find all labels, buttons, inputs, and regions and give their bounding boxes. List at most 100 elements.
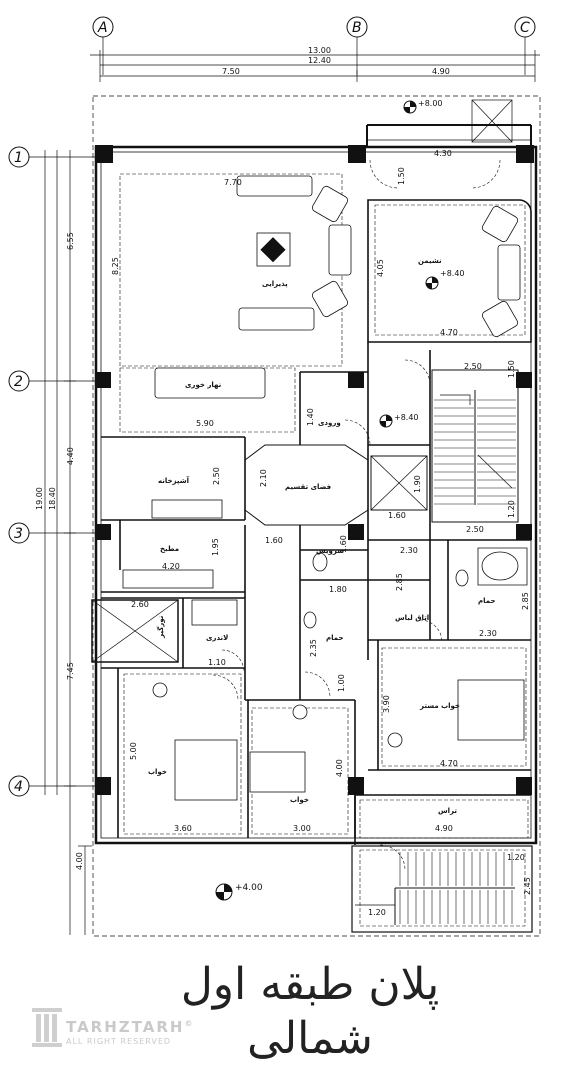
dim-bed2-h: 4.00 — [335, 759, 344, 777]
dim-bath2-w: 1.80 — [329, 585, 347, 594]
room-kitchen: آشپزخانه — [158, 476, 190, 485]
dim-master-w: 4.70 — [440, 759, 458, 768]
dim-left-bottom: 4.00 — [75, 852, 84, 870]
plan-title-line1: پلان طبقه اول — [180, 959, 440, 1010]
dim-bath1-bottom: 2.30 — [479, 629, 497, 638]
logo-name: TARHZTARH© — [66, 1018, 195, 1036]
logo-columns-icon — [32, 1008, 62, 1047]
logo-mark: © — [184, 1019, 195, 1028]
axis-label-a: A — [97, 20, 108, 36]
axis-label-b: B — [352, 20, 362, 36]
dim-balcony-h: 1.50 — [397, 167, 406, 185]
dim-bed2-w: 3.00 — [293, 824, 311, 833]
watermark-logo: TARHZTARH© ALL RIGHT RESERVED — [30, 1000, 192, 1055]
lot-boundary — [92, 95, 541, 937]
axis-label-3: 3 — [14, 526, 23, 542]
dim-top-ab: 7.50 — [222, 67, 240, 76]
dim-kitchen-h: 2.50 — [212, 467, 221, 485]
dim-living-h: 4.05 — [376, 259, 385, 277]
dim-bed1-w: 3.60 — [174, 824, 192, 833]
dim-stair-right: 1.20 — [507, 500, 516, 518]
interior-walls — [101, 199, 532, 845]
left-dimensions — [44, 150, 92, 935]
room-light-well: نورگیر — [156, 615, 165, 639]
top-dimensions — [90, 50, 540, 82]
main-stair — [431, 369, 519, 523]
dim-shaft-w: 1.60 — [388, 511, 406, 520]
room-dressing: اتاق لباس — [395, 614, 429, 622]
room-living: نشیمن — [418, 257, 442, 265]
furniture — [122, 175, 528, 801]
axis-label-2: 2 — [14, 374, 23, 390]
dim-hall-w: 5.90 — [196, 419, 214, 428]
room-laundry: لاندری — [206, 634, 228, 642]
room-reception: پذیرایی — [262, 280, 288, 288]
dim-laundry-w: 1.10 — [208, 658, 226, 667]
dim-left-23: 4.40 — [66, 447, 75, 465]
room-terrace: تراس — [438, 807, 457, 815]
dim-pantry-w: 4.20 — [162, 562, 180, 571]
dim-reception-w: 7.70 — [224, 178, 242, 187]
level-entry-label: +8.40 — [394, 413, 419, 422]
room-pantry: مطبخ — [160, 545, 179, 553]
lower-stair — [351, 845, 533, 933]
level-marker-yard: +4.00 — [215, 883, 263, 901]
axis-row-3: 3 — [8, 522, 95, 544]
axis-row-1: 1 — [8, 146, 95, 168]
structural-columns — [95, 145, 534, 795]
dim-center-h: 2.10 — [259, 469, 268, 487]
level-marker-living: +8.40 — [425, 269, 465, 290]
light-well — [91, 599, 179, 663]
axis-row-2: 2 — [8, 370, 95, 392]
dim-stair2-top: 1.20 — [507, 853, 525, 862]
dim-reception-h: 8.25 — [111, 257, 120, 275]
room-bed2: خواب — [290, 796, 309, 804]
dim-terrace-w: 4.90 — [435, 824, 453, 833]
dim-left-34: 7.45 — [66, 662, 75, 680]
dim-left-inner: 18.40 — [48, 487, 57, 510]
level-marker-top: +8.00 — [403, 99, 443, 114]
room-bath-a: حمام — [478, 597, 496, 605]
lower-stair-treads — [399, 852, 513, 924]
axis-label-4: 4 — [14, 779, 23, 795]
dim-stair-side: 1.50 — [507, 360, 516, 378]
axis-column-b: B — [346, 16, 368, 75]
room-bed1: خواب — [148, 768, 167, 776]
dim-bath1-h: 2.85 — [395, 573, 404, 591]
axis-column-c: C — [514, 16, 536, 75]
dim-corr-w: 1.60 — [265, 536, 283, 545]
room-bath-b: حمام — [326, 634, 344, 642]
plan-title: پلان طبقه اول شمالی — [150, 958, 470, 1066]
shaft — [370, 455, 428, 511]
level-yard-label: +4.00 — [235, 883, 263, 893]
dim-stair2-left: 1.20 — [368, 908, 386, 917]
axis-column-a: A — [92, 16, 114, 75]
room-entry: ورودی — [318, 419, 341, 427]
axis-label-1: 1 — [14, 150, 23, 166]
room-master: خواب مستر — [419, 702, 460, 710]
doors — [212, 159, 501, 871]
dim-wc-h: 1.60 — [339, 535, 348, 553]
dim-stair2-h: 2.45 — [523, 877, 532, 895]
axis-label-c: C — [520, 20, 530, 36]
dim-balcony-w: 4.30 — [434, 149, 452, 158]
room-wc: سرویس — [316, 547, 344, 555]
room-center: فضای تقسیم — [285, 483, 332, 491]
dim-stair-bottom: 2.50 — [466, 525, 484, 534]
dim-stair-top: 2.50 — [464, 362, 482, 371]
logo-tagline: ALL RIGHT RESERVED — [66, 1037, 172, 1046]
dim-master-h: 3.90 — [382, 695, 391, 713]
room-dining: نهار خوری — [185, 381, 222, 389]
plan-title-line2: شمالی — [247, 1013, 373, 1064]
dim-living-w: 4.70 — [440, 328, 458, 337]
dim-bath1-right: 2.85 — [521, 592, 530, 610]
dim-bath1-w: 2.30 — [400, 546, 418, 555]
dim-top-inner: 12.40 — [308, 56, 331, 65]
balcony-void — [367, 99, 531, 143]
axis-row-4: 4 — [8, 775, 95, 797]
dim-shaft-h: 1.90 — [413, 475, 422, 493]
dim-left-total: 19.00 — [35, 487, 44, 510]
level-living-label: +8.40 — [440, 269, 465, 278]
dim-bath2-h: 2.35 — [309, 639, 318, 657]
